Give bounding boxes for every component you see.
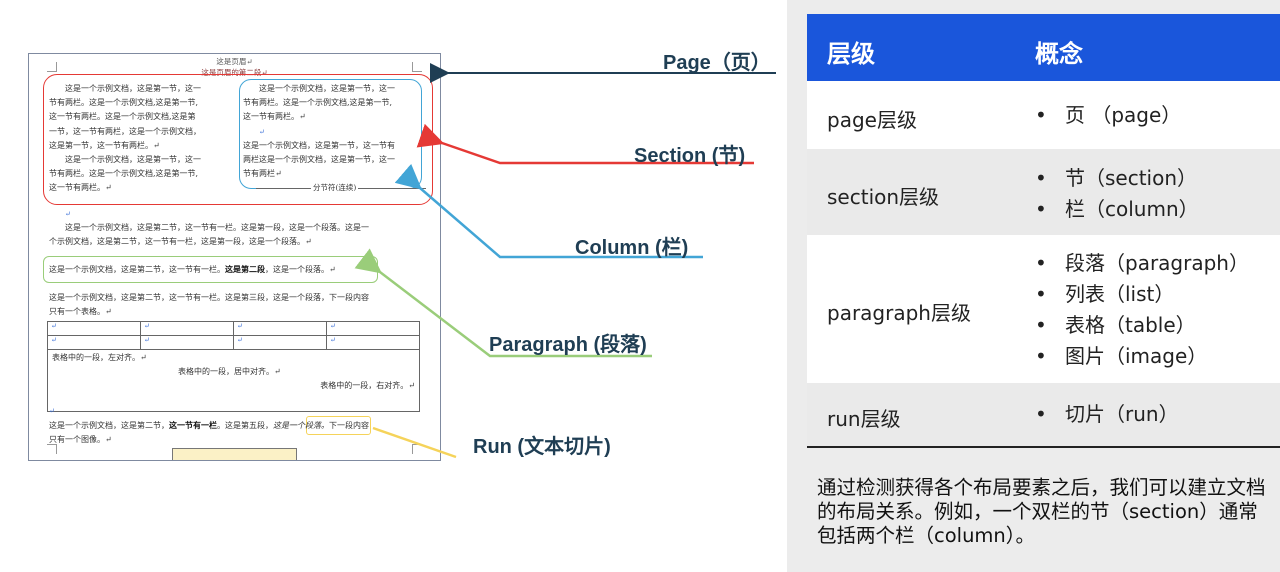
text-line: 节有两栏。这是一个示例文档,这是第一节, bbox=[49, 169, 199, 179]
text-line: 只有一个表格。↵ bbox=[49, 307, 112, 317]
concept-item: 栏（column） bbox=[1035, 194, 1199, 225]
run-label: Run (文本切片) bbox=[473, 436, 611, 458]
paragraph-2: 这是一个示例文档，这是第二节，这一节有一栏。这是第二段，这是一个段落。↵ bbox=[49, 262, 336, 277]
paragraph-label: Paragraph (段落) bbox=[489, 334, 647, 356]
crop-mark bbox=[412, 62, 422, 72]
text-line: 两栏这是一个示例文档，这是第一节，这一 bbox=[243, 155, 395, 165]
text-line: 节有两栏↵ bbox=[243, 169, 282, 179]
paragraph-mark: ↵ bbox=[259, 127, 265, 136]
concept-list: 段落（paragraph） 列表（list） 表格（table） 图片（imag… bbox=[1035, 248, 1249, 372]
text-line: 这是一个示例文档，这是第一节，这一 bbox=[259, 84, 395, 93]
run-arrow bbox=[372, 426, 457, 459]
text-line: 这一节有两栏。↵ bbox=[243, 112, 306, 122]
run-normal: 下一段内容 bbox=[329, 421, 369, 430]
text-line: 这是一个示例文档，这是第一节，这一 bbox=[65, 84, 201, 93]
text-line: 这是一个示例文档，这是第一节，这一 bbox=[65, 155, 201, 165]
right-column-text: 这是一个示例文档，这是第一节，这一 节有两栏。这是一个示例文档,这是第一节, 这… bbox=[243, 82, 395, 181]
section-label: Section (节) bbox=[634, 145, 746, 167]
concept-list: 节（section） 栏（column） bbox=[1035, 163, 1199, 225]
concept-item: 表格（table） bbox=[1035, 310, 1249, 341]
run-highlight bbox=[306, 416, 371, 435]
concept-list: 切片（run） bbox=[1035, 399, 1179, 430]
text-line: 个示例文档，这是第二节，这一节有一栏，这是第一段，这是一个段落。↵ bbox=[49, 237, 312, 247]
table-bottom-rule bbox=[807, 446, 1280, 448]
hierarchy-panel: 层级 概念 page层级 页 （page） section层级 节（sectio… bbox=[787, 0, 1280, 572]
concept-item: 切片（run） bbox=[1035, 399, 1179, 430]
text-line: 这一节有两栏。这是一个示例文档,这是第 bbox=[49, 112, 196, 122]
text-line: 节有两栏。这是一个示例文档,这是第一节, bbox=[49, 98, 199, 108]
table-row: run层级 切片（run） bbox=[807, 383, 1280, 446]
table-paragraph-right: 表格中的一段，右对齐。↵ bbox=[320, 381, 415, 390]
table-paragraph-center: 表格中的一段，居中对齐。↵ bbox=[178, 367, 281, 376]
run-normal: 这是一个示例文档，这是第二节，这一节有一栏。 bbox=[49, 265, 225, 274]
text-line: 这是一个示例文档，这是第二节，这一节有一栏。这是第三段，这是一个段落，下一段内容 bbox=[49, 293, 369, 302]
text-line: 只有一个图像。↵ bbox=[49, 435, 112, 445]
page-header-line-1: 这是页眉↵ bbox=[216, 57, 253, 66]
image-placeholder bbox=[172, 448, 297, 460]
document-table: ↵ ↵ ↵ ↵ ↵ ↵ ↵ ↵ 表格中的一段，左对齐。↵ 表格中的一段，居中对齐… bbox=[47, 321, 420, 412]
text-line: 这是一个示例文档，这是第一节，这一节有 bbox=[243, 140, 395, 150]
page-header-line-2: 这是页眉的第二段↵ bbox=[201, 68, 268, 77]
level-cell: page层级 bbox=[827, 108, 917, 132]
text-line: 一节，这一节有两栏，这是一个示例文档， bbox=[49, 126, 201, 136]
text-line: 这一节有两栏。↵ bbox=[49, 183, 112, 193]
concept-column-header: 概念 bbox=[1035, 40, 1083, 68]
concept-item: 页 （page） bbox=[1035, 100, 1181, 131]
paragraph-3: 这是一个示例文档，这是第二节，这一节有一栏。这是第三段，这是一个段落，下一段内容… bbox=[49, 291, 369, 319]
concept-item: 图片（image） bbox=[1035, 341, 1249, 372]
run-bold: 这是第二段 bbox=[225, 264, 265, 274]
paragraph-1: 这是一个示例文档，这是第二节，这一节有一栏。这是第一段，这是一个段落。这是一 个… bbox=[49, 221, 369, 249]
text-line: 这是一个示例文档，这是第二节，这一节有一栏。这是第五段，这是一个段落。下一段内容 bbox=[49, 418, 369, 433]
run-normal: ，这是一个段落。↵ bbox=[265, 265, 336, 274]
run-normal: 。这是第五段， bbox=[217, 421, 273, 430]
table-row: paragraph层级 段落（paragraph） 列表（list） 表格（ta… bbox=[807, 235, 1280, 383]
level-cell: run层级 bbox=[827, 407, 901, 431]
text-line: 这是一个示例文档，这是第二节，这一节有一栏。这是第一段，这是一个段落。这是一 bbox=[65, 223, 369, 232]
run-normal: 这是一个示例文档，这是第二节， bbox=[49, 421, 169, 430]
left-column-text: 这是一个示例文档，这是第一节，这一 节有两栏。这是一个示例文档,这是第一节, 这… bbox=[49, 82, 201, 196]
paragraph-5: 这是一个示例文档，这是第二节，这一节有一栏。这是第五段，这是一个段落。下一段内容… bbox=[49, 418, 369, 447]
run-bold: 这一节有一栏 bbox=[169, 420, 217, 430]
crop-mark bbox=[47, 62, 57, 72]
table-row: page层级 页 （page） bbox=[807, 81, 1280, 149]
run-italic: 这是一个段落。 bbox=[273, 421, 329, 430]
text-line: 节有两栏。这是一个示例文档,这是第一节, bbox=[243, 98, 393, 108]
hierarchy-table-header: 层级 概念 bbox=[807, 14, 1280, 81]
crop-mark bbox=[47, 444, 57, 454]
level-cell: section层级 bbox=[827, 185, 940, 209]
paragraph-mark: ↵ bbox=[65, 210, 71, 218]
paragraph-arrow bbox=[354, 248, 652, 358]
table-row: section层级 节（section） 栏（column） bbox=[807, 149, 1280, 235]
table-merged-cell: 表格中的一段，左对齐。↵ 表格中的一段，居中对齐。↵ 表格中的一段，右对齐。↵ bbox=[47, 349, 420, 412]
paragraph-mark: ↵ bbox=[49, 407, 55, 415]
concept-list: 页 （page） bbox=[1035, 100, 1181, 131]
column-arrow bbox=[394, 163, 703, 259]
text-line: 这是第一节，这一节有两栏。↵ bbox=[49, 140, 160, 150]
concept-item: 段落（paragraph） bbox=[1035, 248, 1249, 279]
connector-arrows bbox=[354, 63, 776, 459]
section-arrow bbox=[416, 123, 754, 165]
level-cell: paragraph层级 bbox=[827, 301, 971, 325]
explanation-caption: 通过检测获得各个布局要素之后，我们可以建立文档的布局关系。例如，一个双栏的节（s… bbox=[817, 476, 1266, 547]
column-label: Column (栏) bbox=[575, 237, 689, 259]
section-break-label: 分节符(连续) bbox=[311, 182, 359, 193]
level-column-header: 层级 bbox=[827, 40, 875, 68]
concept-item: 列表（list） bbox=[1035, 279, 1249, 310]
page-label: Page（页） bbox=[663, 52, 771, 74]
concept-item: 节（section） bbox=[1035, 163, 1199, 194]
table-paragraph-left: 表格中的一段，左对齐。↵ bbox=[52, 353, 147, 362]
